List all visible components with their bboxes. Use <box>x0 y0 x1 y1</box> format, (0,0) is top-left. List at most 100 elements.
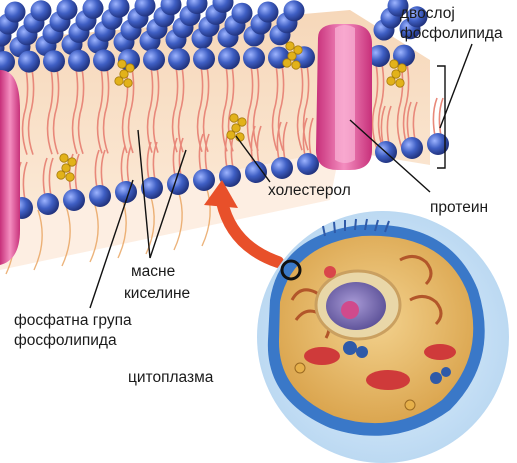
lipid-tail <box>402 63 410 149</box>
lipid-tail <box>406 101 412 141</box>
phosphate-head <box>257 1 279 23</box>
vesicle <box>404 399 416 411</box>
label-bilayer-2: фосфолипида <box>400 25 503 42</box>
lipid-tail <box>386 105 392 145</box>
lipid-tail <box>77 68 85 155</box>
cholesterol-ring <box>59 153 69 163</box>
lipid-tail <box>198 133 204 173</box>
cholesterol-ring <box>282 58 292 68</box>
cholesterol-ring <box>119 69 129 79</box>
phosphate-head <box>18 50 40 73</box>
lipid-tail <box>22 161 28 201</box>
cholesterol-ring <box>389 59 399 69</box>
leader-cholesterol <box>235 135 271 183</box>
lysosome <box>441 367 451 377</box>
lipid-tail <box>196 66 204 153</box>
lipid-tail <box>68 153 74 193</box>
phosphate-head <box>168 48 190 71</box>
lipid-tail <box>302 65 310 151</box>
phosphate-head <box>401 137 423 159</box>
protein-left <box>0 70 20 265</box>
lipid-tail <box>246 65 254 152</box>
phosphate-head <box>193 169 215 191</box>
phosphate-head <box>283 0 305 22</box>
microvilli <box>322 218 390 237</box>
lipid-tail <box>277 65 285 151</box>
phosphate-head <box>368 45 390 67</box>
lipid-tail <box>252 65 260 152</box>
lipid-tail <box>102 68 110 154</box>
phosphate-head <box>4 1 26 23</box>
cholesterol-ring <box>65 172 75 182</box>
phosphate-head <box>89 185 111 207</box>
cholesterol-ring <box>114 76 124 86</box>
lipid-tail <box>71 68 79 155</box>
lipid-tail <box>52 69 60 155</box>
lysosome <box>356 346 368 358</box>
lipid-tail <box>48 157 54 197</box>
cholesterol-ring <box>123 78 133 88</box>
lysosome <box>343 341 357 355</box>
lipid-tail <box>42 157 48 197</box>
lipid-tail <box>204 133 210 173</box>
cholesterol-ring <box>237 117 247 127</box>
cholesterol-ring <box>397 63 407 73</box>
lipid-tail <box>296 65 304 151</box>
membrane-protein <box>316 24 372 170</box>
lysosome <box>430 372 442 384</box>
phosphate-head <box>212 0 234 13</box>
phosphate-head <box>82 0 104 19</box>
lipid-tail <box>177 67 185 153</box>
phosphate-head <box>243 47 265 69</box>
lipid-tail <box>396 63 404 149</box>
vesicle <box>294 362 306 374</box>
lipid-tail <box>152 67 160 153</box>
phosphate-head <box>160 0 182 16</box>
lipid-tail <box>171 67 179 153</box>
cholesterol-ring <box>67 157 77 167</box>
phosphate-head <box>219 165 241 187</box>
phosphate-head <box>427 133 449 155</box>
lipid-tail-lower <box>89 201 99 263</box>
lipid-tail <box>74 153 80 193</box>
leader-fatty-2 <box>149 149 187 259</box>
cholesterol-ring <box>287 51 297 61</box>
label-fatty-acids-1: масне <box>131 263 175 280</box>
bracket-bilayer <box>437 65 446 169</box>
cholesterol-ring <box>117 59 127 69</box>
phosphate-head <box>141 177 163 199</box>
cholesterol-ring <box>386 76 396 86</box>
phosphate-head <box>245 161 267 183</box>
phosphate-head <box>167 173 189 195</box>
phosphate-head <box>231 2 253 24</box>
top-phosphate-layer <box>0 0 428 73</box>
phosphate-head <box>43 50 65 73</box>
phosphate-head <box>108 0 130 18</box>
phosphate-head <box>56 0 78 21</box>
label-phosphate-1: фосфатна група <box>14 312 132 329</box>
leader-fatty-1 <box>137 129 151 259</box>
lipid-tail <box>27 69 35 155</box>
lipid-tail <box>146 141 152 181</box>
mitochondrion <box>304 347 340 365</box>
lipid-tail <box>100 149 106 189</box>
leader-protein <box>349 119 431 193</box>
lipid-tail <box>46 69 54 155</box>
cholesterol-ring <box>391 69 401 79</box>
nucleolus <box>341 301 359 319</box>
lipid-tail <box>276 121 282 161</box>
label-cytoplasm: цитоплазма <box>128 369 214 386</box>
lipid-tail <box>377 63 385 150</box>
lipid-tail <box>172 137 178 177</box>
phosphate-head <box>186 0 208 15</box>
lipid-tail-lower <box>61 205 71 267</box>
cholesterol-ring <box>229 113 239 123</box>
fatty-acid-tails <box>0 63 444 275</box>
protein-highlight <box>335 25 355 163</box>
lipid-tail <box>438 97 444 137</box>
cholesterol-molecules <box>56 41 407 182</box>
lipid-tail <box>271 65 279 151</box>
labels: двослој фосфолипида протеин холестерол м… <box>14 5 503 386</box>
lipid-tail <box>178 137 184 177</box>
